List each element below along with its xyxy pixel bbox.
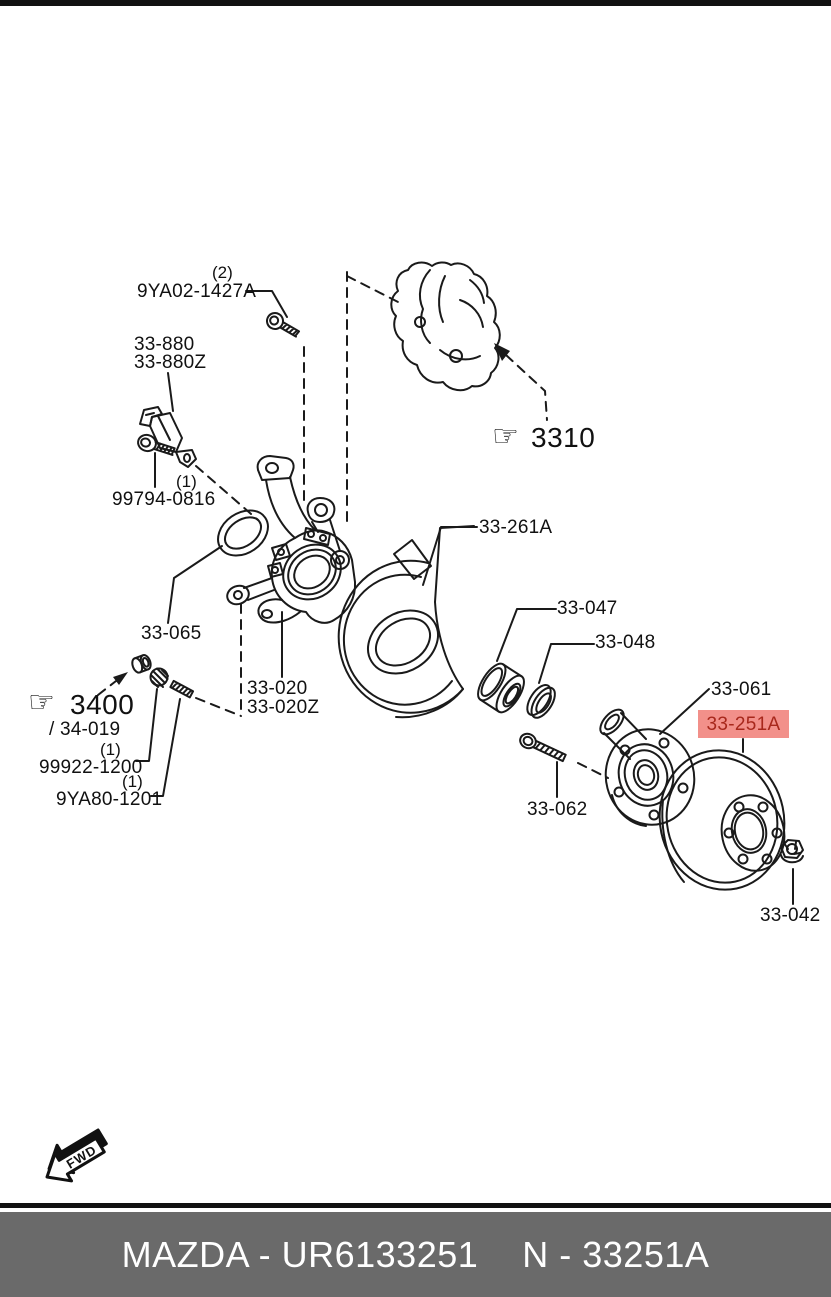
part-label-33-020z: 33-020Z (247, 697, 320, 718)
pointing-hand-icon-3400: ☞ (28, 685, 55, 720)
part-label-33-020: 33-020 (247, 678, 308, 699)
brake-disc-drawing (658, 749, 786, 891)
arrowhead-to-caliper (494, 343, 510, 361)
wheel-stud-drawing (519, 732, 567, 763)
top-border-line (0, 0, 831, 6)
part-label-33-048: 33-048 (595, 632, 656, 653)
section-ref-34-019: / 34-019 (49, 719, 121, 740)
pointing-hand-icon-3310: ☞ (492, 419, 519, 454)
highlighted-part-label-33-251a[interactable]: 33-251A (698, 710, 789, 738)
section-ref-3400: 3400 (70, 689, 135, 720)
bearing-drawing (477, 662, 525, 714)
seal-33048-drawing (526, 684, 556, 719)
qty-9ya80: (1) (122, 772, 143, 791)
catalog-code: MAZDA - UR6133251 (121, 1233, 479, 1275)
part-label-33-047: 33-047 (557, 598, 618, 619)
part-label-33-261a: 33-261A (479, 517, 553, 538)
qty-9ya02: (2) (212, 263, 233, 282)
part-label-33-065: 33-065 (141, 623, 202, 644)
leader-lines (135, 290, 794, 905)
caliper-drawing (390, 261, 501, 392)
part-label-33-062: 33-062 (527, 799, 588, 820)
part-label-9ya80-1201: 9YA80-1201 (56, 789, 163, 810)
divider-line (0, 1203, 831, 1208)
catalog-code-bar: MAZDA - UR6133251 N - 33251A (0, 1212, 831, 1297)
seal-33065-drawing (217, 509, 269, 557)
part-label-33-042: 33-042 (760, 905, 821, 926)
part-label-33-061: 33-061 (711, 679, 772, 700)
part-code: N - 33251A (522, 1233, 710, 1275)
qty-99794: (1) (176, 472, 197, 491)
bracket-bolt-drawing (137, 433, 176, 456)
part-label-33-251a: 33-251A (706, 713, 781, 735)
bracket-drawing (139, 406, 197, 468)
part-label-33-880z: 33-880Z (134, 352, 207, 373)
part-label-33-880: 33-880 (134, 334, 195, 355)
part-label-9ya02-1427a: 9YA02-1427A (137, 281, 257, 302)
fwd-arrow: FWD (45, 1128, 108, 1183)
hub-drawing (599, 708, 696, 827)
dust-shield-drawing (337, 525, 475, 719)
part-label-99794-0816: 99794-0816 (112, 489, 216, 510)
part-label-99922-1200: 99922-1200 (39, 757, 143, 778)
hub-nut-drawing (780, 839, 804, 864)
mount-bolt-drawing (266, 312, 301, 338)
plug-nut-stud-drawing (131, 654, 195, 699)
qty-99922: (1) (100, 740, 121, 759)
arrowhead-to-plug (113, 672, 128, 685)
knuckle-drawing (226, 455, 357, 624)
section-ref-3310: 3310 (531, 422, 596, 453)
